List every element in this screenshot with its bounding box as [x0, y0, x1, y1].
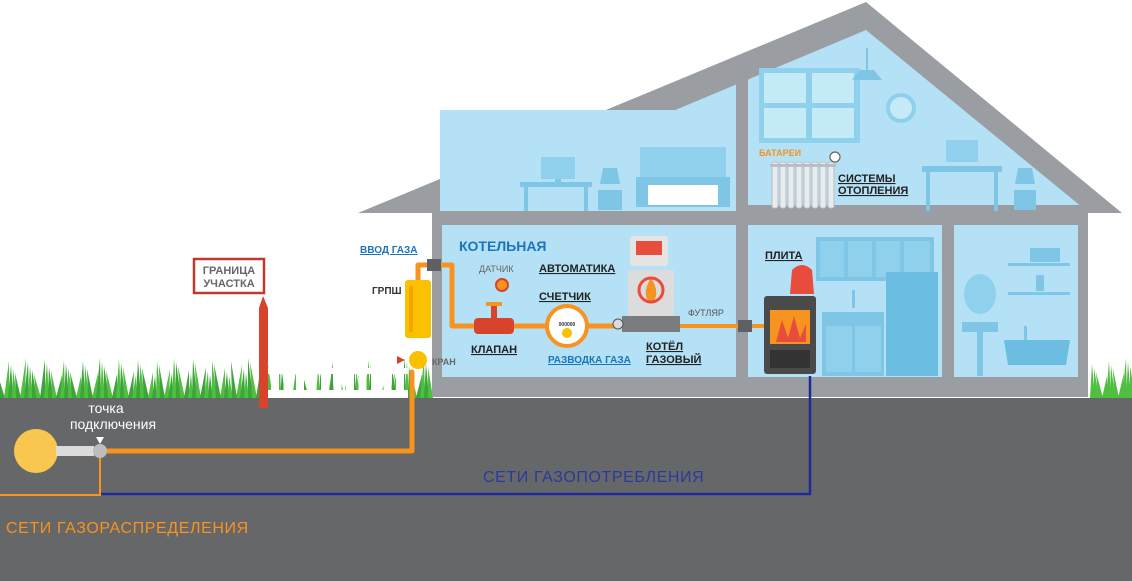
gas-tap-handle [397, 356, 405, 364]
grpsh-label: ГРПШ [372, 286, 402, 297]
gas-stove [764, 265, 816, 374]
gas-wiring-label: РАЗВОДКА ГАЗА [548, 355, 631, 366]
connection-point-marker [93, 444, 107, 458]
distribution-networks-label: СЕТИ ГАЗОРАСПРЕДЕЛЕНИЯ [6, 520, 249, 537]
gas-meter [545, 304, 589, 348]
heating-systems-label-1: СИСТЕМЫ [838, 173, 896, 185]
bathroom-furniture [962, 248, 1070, 376]
wall-sleeve-inlet [427, 259, 441, 271]
boiler-room [442, 225, 736, 377]
boundary-post-tip [259, 296, 268, 308]
valve-label: КЛАПАН [471, 344, 517, 356]
grpsh-cabinet [405, 280, 431, 338]
floor-slab [432, 211, 1088, 225]
ground [0, 398, 1132, 581]
plot-boundary-label-2: УЧАСТКА [203, 278, 254, 290]
distribution-main [14, 429, 58, 473]
connection-drop [99, 458, 101, 496]
connection-fitting [56, 446, 94, 456]
safety-valve [474, 302, 514, 334]
attic-furniture [520, 48, 1036, 211]
heating-systems-label-2: ОТОПЛЕНИЯ [838, 185, 908, 197]
stove-label: ПЛИТА [765, 250, 803, 262]
consumption-networks-label: СЕТИ ГАЗОПОТРЕБЛЕНИЯ [483, 469, 704, 486]
consumption-network-line [100, 376, 812, 496]
connection-arrow [96, 437, 104, 444]
gas-tap [409, 351, 427, 369]
gas-boiler [612, 236, 680, 332]
automation-label: АВТОМАТИКА [539, 263, 615, 275]
radiator [770, 151, 841, 209]
connection-point-label-1: точка [88, 400, 123, 416]
meter-label: СЧЕТЧИК [539, 291, 591, 303]
grpsh-stripe [409, 286, 413, 332]
gas-boiler-label-1: КОТЁЛ [646, 340, 683, 353]
wall-sleeve-kitchen [738, 320, 752, 332]
meter-reading: 000000 [559, 322, 576, 328]
sensor-label: ДАТЧИК [479, 264, 514, 274]
sleeve-label: ФУТЛЯР [688, 308, 724, 318]
connection-point-label-2: подключения [70, 416, 156, 432]
boiler-room-title: КОТЕЛЬНАЯ [459, 238, 547, 254]
attic-divider [736, 56, 748, 216]
gas-sensor [495, 278, 509, 292]
kitchen-furniture [816, 237, 938, 376]
distribution-network-line [0, 494, 100, 496]
plot-boundary-label-1: ГРАНИЦА [203, 265, 255, 277]
radiators-label: БАТАРЕИ [759, 148, 801, 158]
grass-right [1090, 358, 1132, 398]
fence [268, 306, 408, 398]
boundary-post [259, 308, 268, 408]
gas-inlet-label: ВВОД ГАЗА [360, 245, 418, 256]
boundary-sign [192, 257, 266, 295]
tap-label: КРАН [432, 357, 456, 367]
gas-boiler-label-2: ГАЗОВЫЙ [646, 353, 702, 366]
